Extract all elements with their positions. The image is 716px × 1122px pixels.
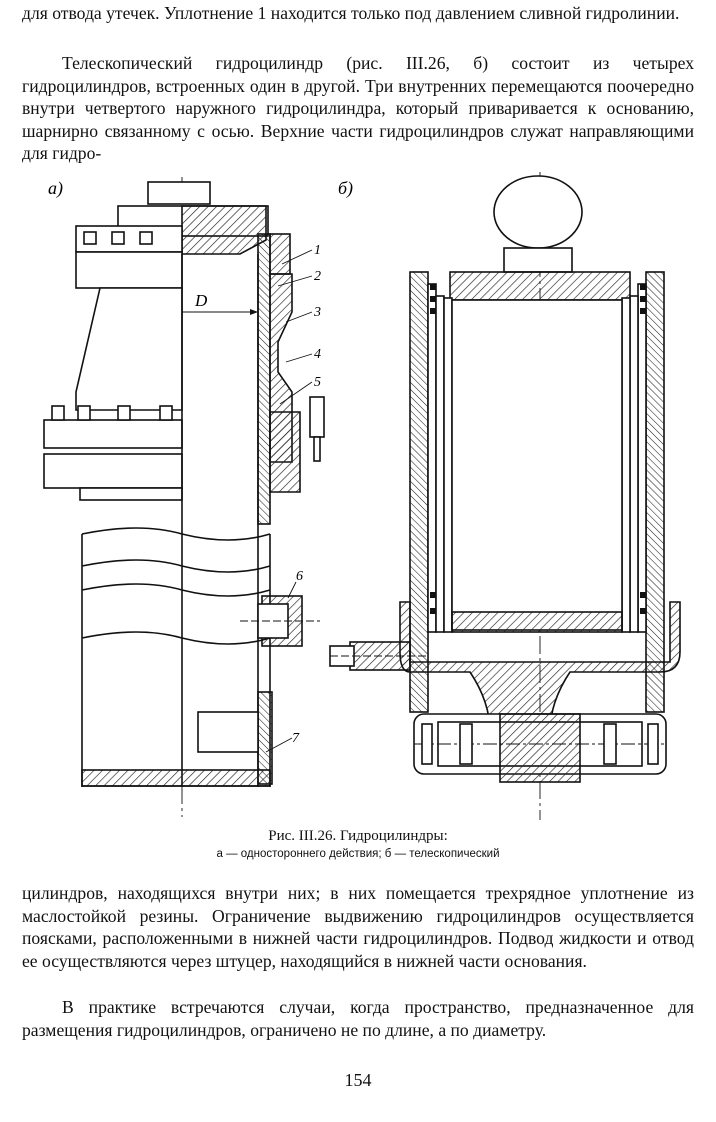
paragraph-telescopic-description: Телескопический гидроцилиндр (рис. III.2…	[22, 53, 694, 164]
callout-4: 4	[314, 347, 321, 362]
callout-7: 7	[292, 731, 300, 746]
figure-hydraulic-cylinders: а) D 1 2 3 4 5 6 7	[30, 172, 690, 822]
drawing-a-text: а) D 1 2 3 4 5 6 7	[48, 178, 321, 746]
callout-3: 3	[313, 305, 321, 320]
label-a: а)	[48, 178, 63, 199]
dimension-label-d: D	[194, 291, 208, 310]
caption-subtitle: а — одностороннего действия; б — телеско…	[216, 848, 500, 860]
paragraph-top-continuation: для отвода утечек. Уплотнение 1 находитс…	[22, 3, 680, 23]
callout-leaders-a	[265, 249, 313, 753]
callout-2: 2	[314, 269, 321, 284]
callout-1: 1	[314, 243, 321, 258]
drawing-a-single-acting-cylinder	[43, 177, 325, 817]
page-number: 154	[344, 1070, 372, 1090]
paragraph-practice-note: В практике встречаются случаи, когда про…	[22, 997, 694, 1040]
label-b: б)	[338, 178, 353, 199]
drawing-b-text: б)	[338, 178, 353, 199]
paragraph-seals-description: цилиндров, находящихся внутри них; в них…	[22, 883, 694, 971]
drawing-b-telescopic-cylinder	[329, 172, 681, 820]
callout-5: 5	[314, 375, 321, 390]
figure-caption: Рис. III.26. Гидроцилиндры: а — одностор…	[0, 826, 716, 862]
caption-title: Рис. III.26. Гидроцилиндры:	[268, 828, 448, 844]
callout-6: 6	[296, 569, 303, 584]
